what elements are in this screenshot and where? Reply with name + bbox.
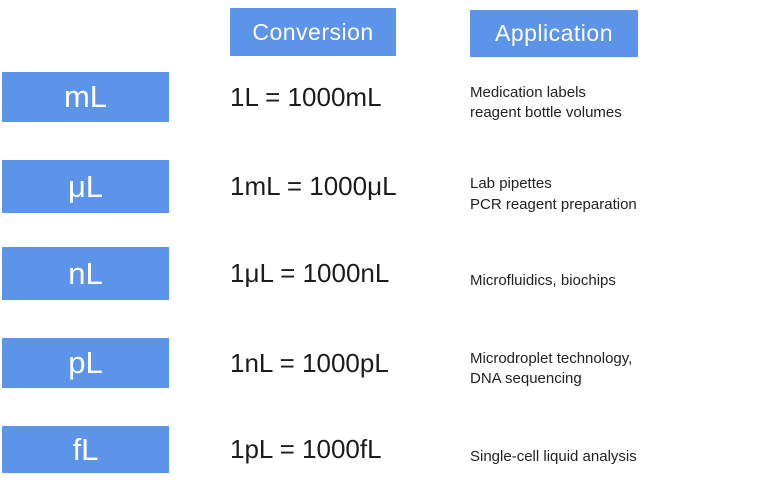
application-line: Single-cell liquid analysis xyxy=(470,448,637,466)
unit-label-nl: nL xyxy=(68,255,103,291)
unit-label-ml: mL xyxy=(63,79,108,114)
conversion-text-ml: 1L = 1000mL xyxy=(230,81,382,112)
conversion-header-label: Conversion xyxy=(252,18,374,45)
application-text-ml: Medication labels reagent bottle volumes xyxy=(470,78,750,128)
application-line: Microfluidics, biochips xyxy=(470,272,616,290)
conversion-text-ul: 1mL = 1000μL xyxy=(230,171,397,201)
application-text-nl: Microfluidics, biochips xyxy=(470,255,750,308)
application-line: Microdroplet technology, xyxy=(470,349,633,367)
application-column-header: Application xyxy=(470,10,638,57)
application-line: DNA sequencing xyxy=(470,370,582,387)
unit-label-pl: pL xyxy=(68,345,103,380)
conversion-text-pl: 1nL = 1000pL xyxy=(230,347,389,378)
unit-box-ul: μL xyxy=(2,160,169,213)
application-line: PCR reagent preparation xyxy=(470,195,637,213)
unit-box-nl: nL xyxy=(2,247,169,300)
unit-label-ul: μL xyxy=(67,168,104,204)
application-text-pl: Microdroplet technology, DNA sequencing xyxy=(470,344,750,394)
conversion-column-header: Conversion xyxy=(230,8,396,56)
application-text-fl: Single-cell liquid analysis xyxy=(470,434,750,481)
application-line: Medication labels xyxy=(470,83,586,101)
unit-label-fl: fL xyxy=(72,431,99,467)
unit-box-pl: pL xyxy=(2,338,169,388)
conversion-text-fl: 1pL = 1000fL xyxy=(230,434,382,464)
unit-box-fl: fL xyxy=(2,426,169,473)
conversion-text-nl: 1μL = 1000nL xyxy=(230,258,390,288)
unit-box-ml: mL xyxy=(2,72,169,122)
application-line: reagent bottle volumes xyxy=(470,104,622,121)
application-text-ul: Lab pipettes PCR reagent preparation xyxy=(470,168,750,221)
application-header-label: Application xyxy=(494,20,614,46)
application-line: Lab pipettes xyxy=(470,175,552,193)
